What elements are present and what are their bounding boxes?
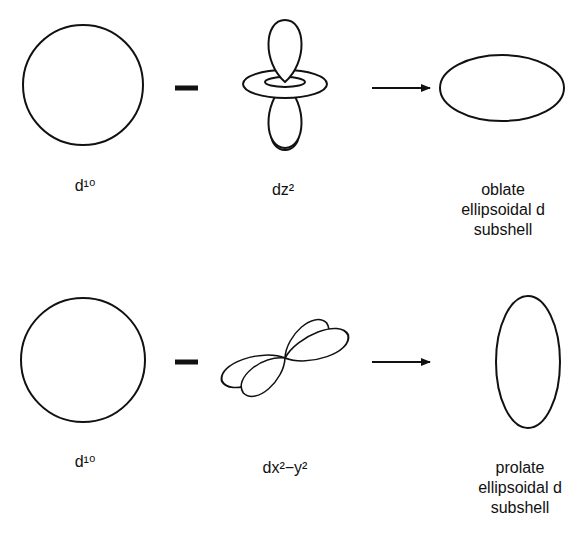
minus-sign [175,86,198,91]
spherical-d10 [23,25,143,145]
orbital-label: dx²−y² [240,458,330,478]
arrow [372,87,430,89]
dz2-orbital [243,20,327,150]
dx2-y2-orbital [217,313,352,403]
orbital-label: dz² [243,180,323,200]
oblate-ellipsoid [440,55,564,121]
orbital-label: d¹⁰ [45,452,125,472]
spherical-d10 [21,298,145,422]
prolate-ellipsoid [496,296,560,428]
result-label: oblate ellipsoidal d subshell [448,180,558,240]
orbital-label: d¹⁰ [45,176,125,196]
result-label: prolate ellipsoidal d subshell [470,458,570,518]
arrow [372,361,430,363]
minus-sign [175,360,198,365]
